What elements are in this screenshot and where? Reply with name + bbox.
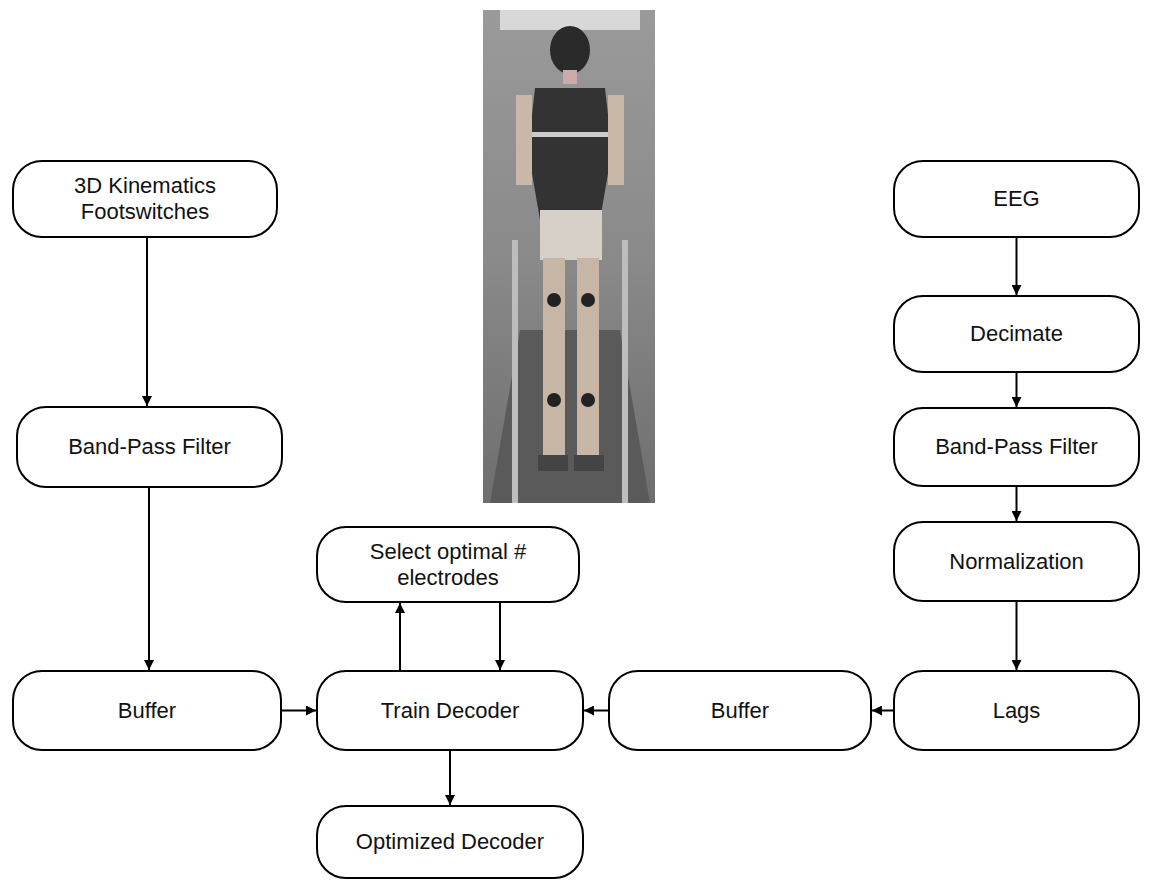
flow-arrow: [449, 751, 451, 805]
flow-arrow: [499, 603, 501, 670]
process-box: Lags: [893, 670, 1140, 751]
shorts: [540, 210, 602, 260]
sensor: [547, 393, 561, 407]
process-box: 3D Kinematics Footswitches: [12, 160, 278, 238]
flow-arrow: [146, 238, 148, 406]
arm: [516, 95, 532, 185]
process-box: Band-Pass Filter: [893, 407, 1140, 487]
process-box: Select optimal # electrodes: [316, 526, 580, 603]
box-label: Lags: [993, 698, 1041, 724]
neck: [563, 70, 577, 84]
treadmill-rail: [622, 240, 628, 503]
flow-arrow: [584, 710, 608, 712]
process-box: Optimized Decoder: [316, 805, 584, 879]
process-box: Train Decoder: [316, 670, 584, 751]
flow-arrow: [872, 710, 893, 712]
box-label: Optimized Decoder: [356, 829, 544, 855]
shoe: [574, 455, 604, 471]
belt-strap: [530, 132, 610, 137]
box-label: Decimate: [970, 321, 1063, 347]
photo-ground: [483, 10, 655, 503]
box-label: Normalization: [949, 549, 1084, 575]
process-box: EEG: [893, 160, 1140, 238]
process-box: Buffer: [608, 670, 872, 751]
sensor: [581, 393, 595, 407]
arm: [608, 95, 624, 185]
treadmill-rail: [512, 240, 518, 503]
flow-arrow: [282, 710, 316, 712]
sensor: [581, 293, 595, 307]
flow-arrow: [148, 488, 150, 670]
flow-arrow: [1016, 238, 1018, 295]
process-box: Decimate: [893, 295, 1140, 373]
flow-arrow: [1016, 487, 1018, 521]
box-label: Buffer: [118, 698, 176, 724]
flow-arrow: [1016, 373, 1018, 407]
leg: [577, 258, 599, 458]
box-label: EEG: [993, 186, 1039, 212]
box-label: Select optimal # electrodes: [348, 539, 548, 591]
box-label: Band-Pass Filter: [935, 434, 1098, 460]
box-label: Band-Pass Filter: [68, 434, 231, 460]
flow-arrow: [1016, 602, 1018, 670]
shoe: [538, 455, 568, 471]
leg: [543, 258, 565, 458]
process-box: Band-Pass Filter: [16, 406, 283, 488]
box-label: Train Decoder: [381, 698, 520, 724]
box-label: Buffer: [711, 698, 769, 724]
eeg-cap: [550, 26, 590, 74]
flow-arrow: [399, 603, 401, 670]
box-label: 3D Kinematics Footswitches: [45, 173, 245, 225]
sensor: [547, 293, 561, 307]
process-box: Buffer: [12, 670, 282, 751]
torso: [528, 88, 612, 220]
process-box: Normalization: [893, 521, 1140, 602]
